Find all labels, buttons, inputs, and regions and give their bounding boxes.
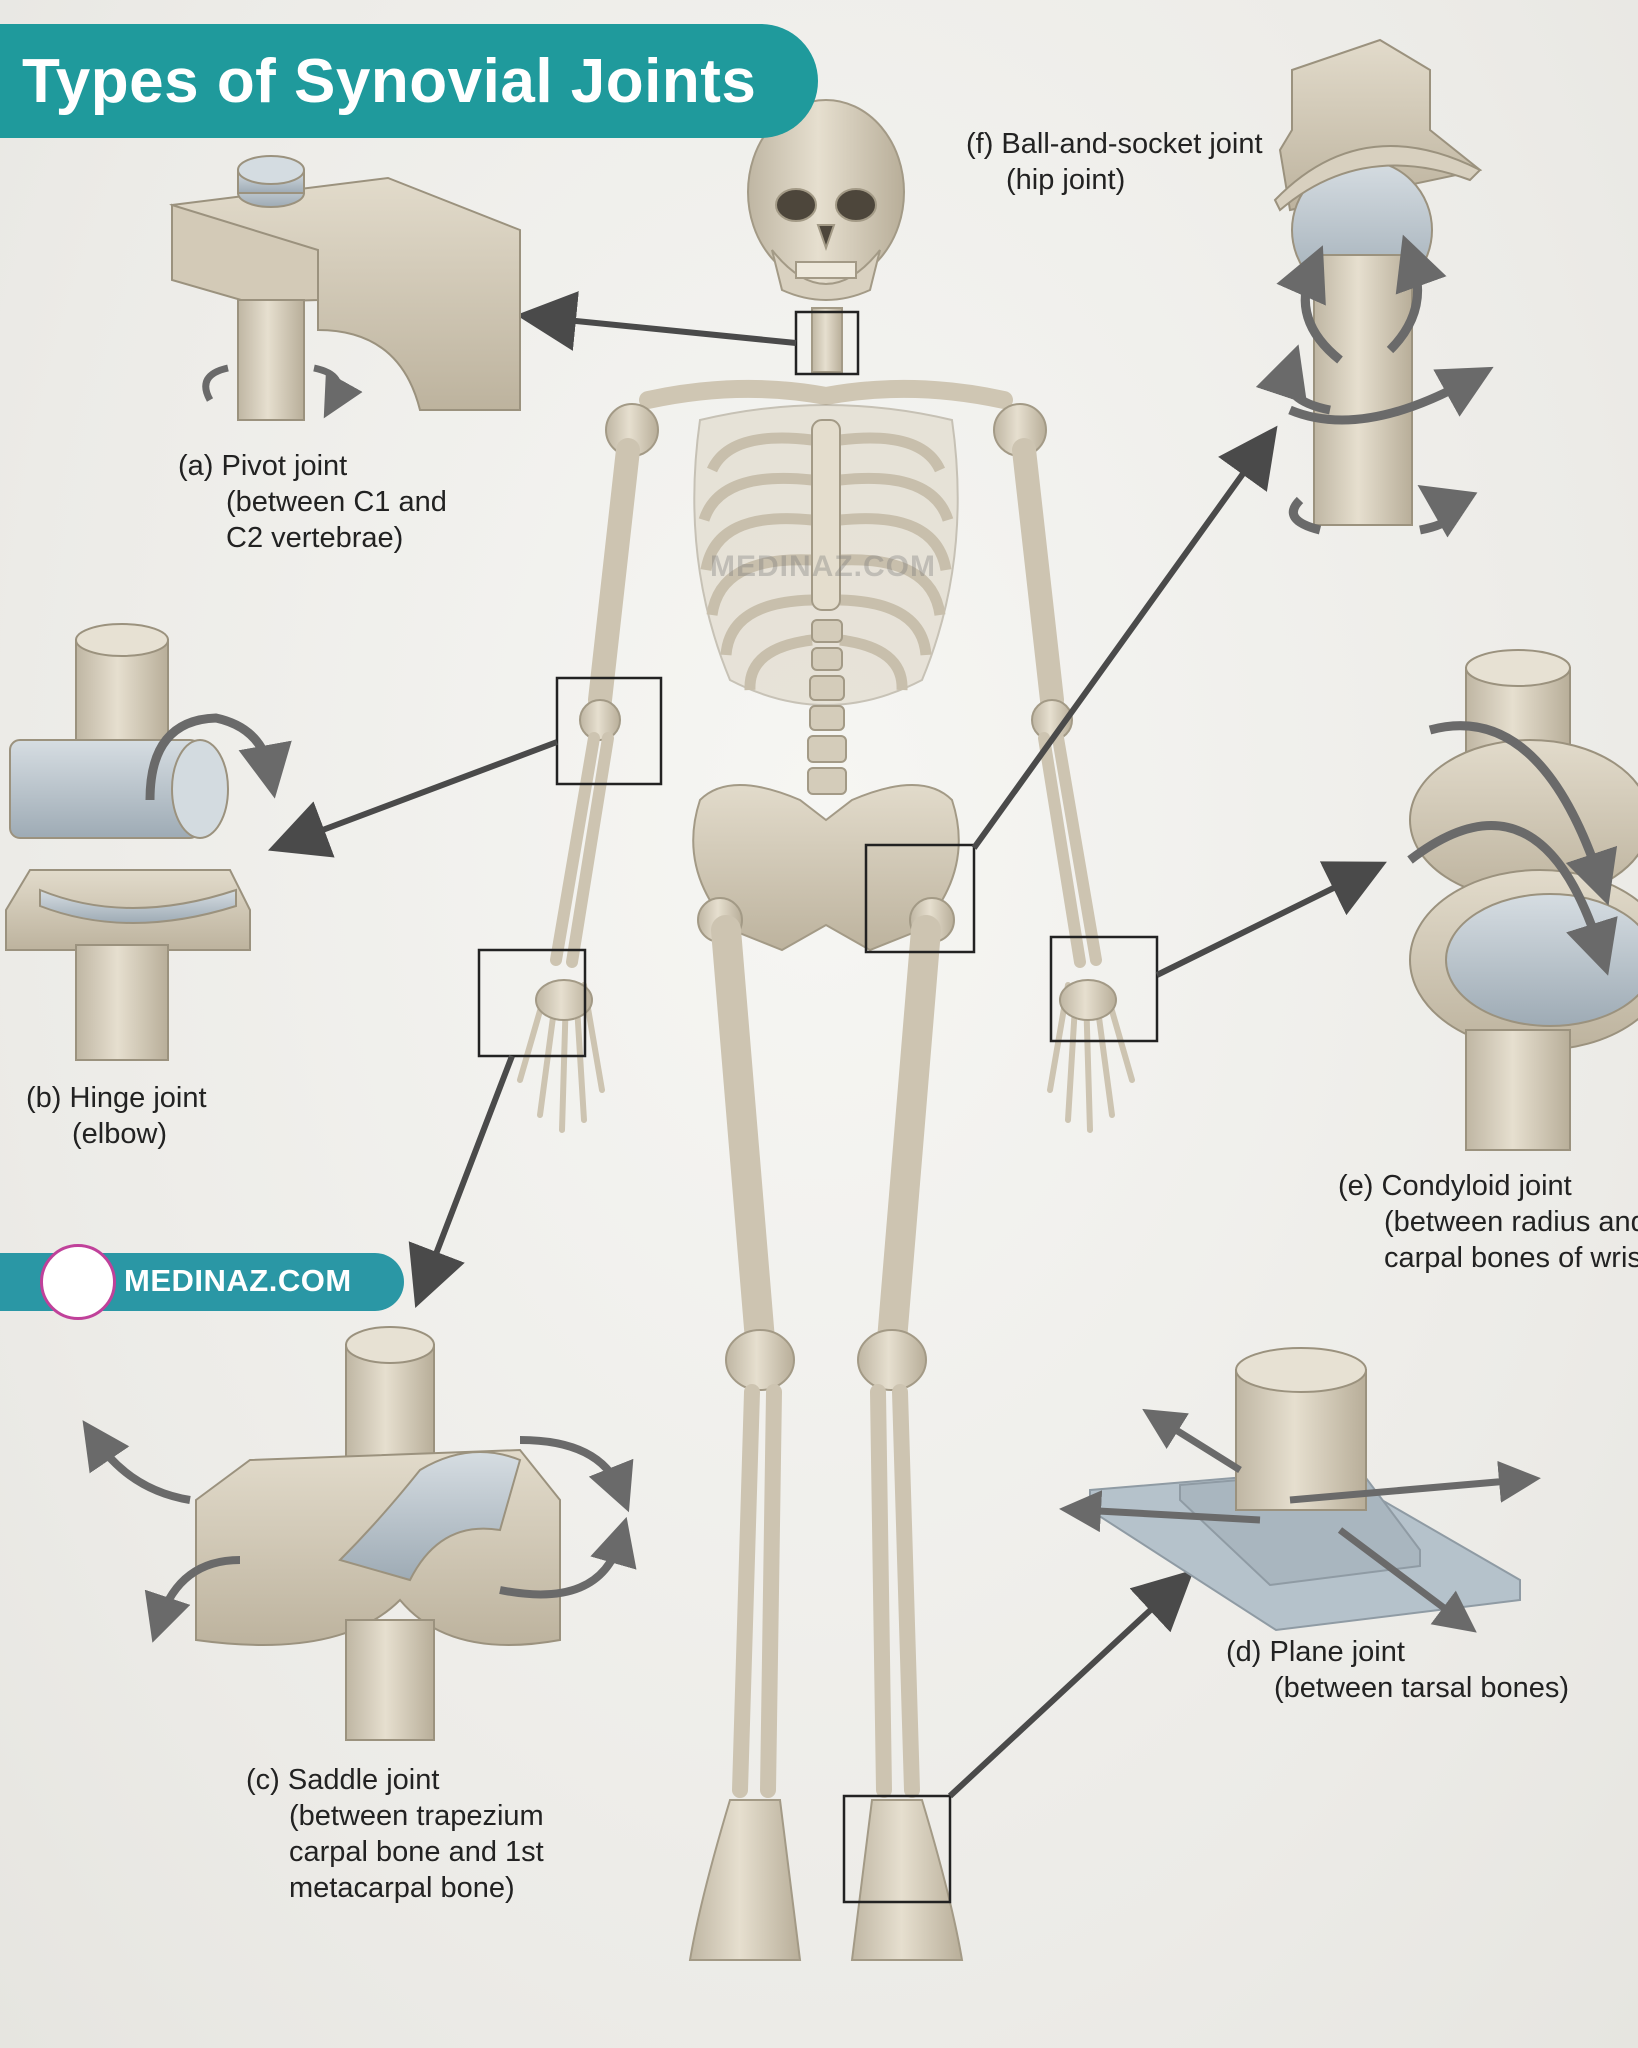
left-humerus bbox=[588, 438, 640, 712]
plane-joint-model bbox=[1059, 1347, 1541, 1633]
saddle-joint-desc-1: (between trapezium bbox=[289, 1800, 544, 1832]
ball-and-socket-desc-1: (hip joint) bbox=[1006, 164, 1126, 196]
pivot-joint-desc-2: C2 vertebrae) bbox=[226, 522, 404, 554]
condyloid-joint-model bbox=[1407, 649, 1638, 1151]
plane-joint-title: (d) Plane joint bbox=[1226, 1636, 1405, 1668]
hinge-joint-desc-1: (elbow) bbox=[72, 1118, 168, 1150]
condyloid-joint-title: (e) Condyloid joint bbox=[1338, 1170, 1572, 1202]
saddle-joint-model bbox=[82, 1326, 637, 1741]
page-title: Types of Synovial Joints bbox=[22, 46, 757, 116]
condyloid-joint-label: (e) Condyloid joint (between radius and … bbox=[1338, 1168, 1638, 1276]
hinge-joint-label: (b) Hinge joint (elbow) bbox=[26, 1080, 207, 1152]
callout-arrows bbox=[267, 291, 1387, 1799]
right-humerus bbox=[1012, 438, 1064, 712]
right-femur bbox=[877, 915, 941, 1355]
pelvis bbox=[692, 784, 960, 952]
ball-and-socket-label: (f) Ball-and-socket joint (hip joint) bbox=[966, 126, 1263, 198]
skeleton bbox=[517, 99, 1135, 1961]
plane-joint-label: (d) Plane joint (between tarsal bones) bbox=[1226, 1634, 1569, 1706]
saddle-joint-label: (c) Saddle joint (between trapezium carp… bbox=[246, 1762, 544, 1906]
pivot-joint-label: (a) Pivot joint (between C1 and C2 verte… bbox=[178, 448, 447, 556]
saddle-joint-title: (c) Saddle joint bbox=[246, 1764, 440, 1796]
pivot-joint-desc-1: (between C1 and bbox=[226, 486, 447, 518]
pivot-joint-title: (a) Pivot joint bbox=[178, 450, 348, 482]
plane-joint-desc-1: (between tarsal bones) bbox=[1274, 1672, 1569, 1704]
saddle-joint-desc-3: metacarpal bone) bbox=[289, 1872, 515, 1904]
watermark-text: MEDINAZ.COM bbox=[710, 550, 936, 583]
ball-and-socket-title: (f) Ball-and-socket joint bbox=[966, 128, 1263, 160]
hinge-joint-title: (b) Hinge joint bbox=[26, 1082, 207, 1114]
brand-logo-icon bbox=[40, 1244, 116, 1320]
ball-and-socket-model bbox=[1255, 38, 1494, 530]
pivot-joint-model bbox=[169, 155, 521, 420]
left-femur bbox=[711, 915, 775, 1355]
condyloid-joint-desc-1: (between radius and bbox=[1384, 1206, 1638, 1238]
title-banner: Types of Synovial Joints bbox=[0, 24, 818, 138]
hinge-joint-model bbox=[5, 623, 292, 1061]
saddle-joint-desc-2: carpal bone and 1st bbox=[289, 1836, 544, 1868]
condyloid-joint-desc-2: carpal bones of wrist) bbox=[1384, 1242, 1638, 1274]
brand-text: MEDINAZ.COM bbox=[124, 1263, 352, 1298]
